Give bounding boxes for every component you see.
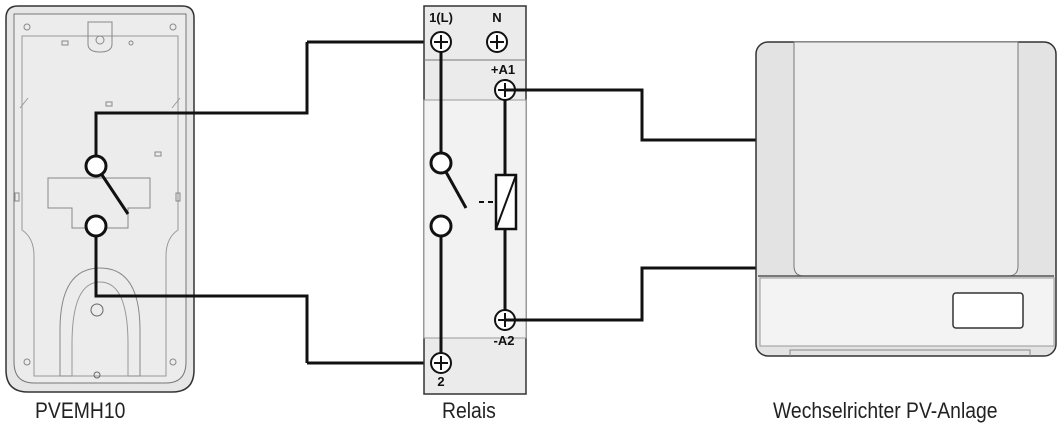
device-contact-bottom (84, 214, 108, 238)
caption-relay: Relais (442, 398, 496, 423)
wire-a2-to-inverter (505, 266, 758, 322)
terminal-label-2: 2 (437, 374, 444, 389)
inverter (755, 41, 1057, 357)
caption-pvemh10: PVEMH10 (35, 398, 126, 423)
wire-a1-to-inverter (505, 88, 758, 142)
terminal-label-n: N (492, 10, 501, 25)
relay-contact-bottom (429, 214, 453, 238)
relay (423, 5, 527, 395)
terminal-label-1L: 1(L) (429, 10, 453, 25)
inverter-display (952, 292, 1024, 329)
terminal-2-screw (430, 352, 452, 374)
pvemh10-device (5, 5, 309, 393)
relay-contact-top (429, 151, 453, 175)
caption-inverter: Wechselrichter PV-Anlage (773, 398, 998, 423)
device-contact-top (84, 154, 108, 178)
terminal-label-a2: -A2 (494, 333, 515, 348)
terminal-n-screw (486, 31, 508, 53)
terminal-label-a1: +A1 (491, 62, 515, 77)
terminal-1L-screw (430, 31, 452, 53)
